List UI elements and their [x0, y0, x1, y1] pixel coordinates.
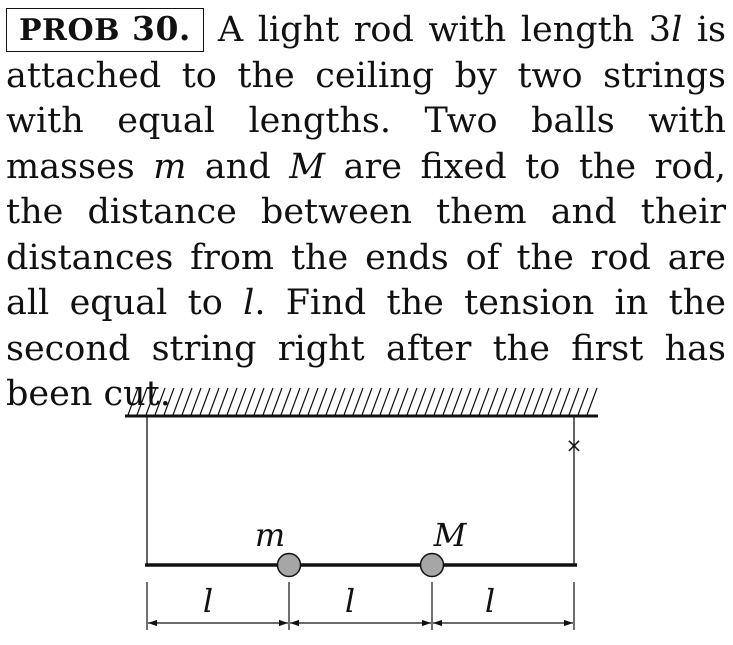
hatch-stroke	[568, 387, 580, 416]
string-cut-mark: ×	[566, 433, 583, 457]
rod-length-variable: l	[671, 10, 683, 50]
hatch-stroke	[154, 387, 166, 416]
hatch-stroke	[523, 387, 535, 416]
text-segment-e: . Find the tension in the second string …	[6, 283, 726, 414]
text-segment-c: and	[186, 146, 290, 187]
segment-label-3: l	[485, 582, 495, 620]
hatch-stroke	[370, 387, 382, 416]
hatch-stroke	[379, 387, 391, 416]
hatch-stroke	[307, 387, 319, 416]
hatch-stroke	[289, 387, 301, 416]
hatch-stroke	[190, 387, 202, 416]
hatch-stroke	[280, 387, 292, 416]
mass-m-variable: m	[153, 146, 187, 187]
hatch-stroke	[505, 387, 517, 416]
text-segment-d: are fixed to the rod, the distance betwe…	[6, 146, 726, 324]
segment-label-1: l	[203, 582, 213, 620]
hatch-stroke	[163, 387, 175, 416]
hatch-stroke	[415, 387, 427, 416]
text-segment-b: is attached to the ceiling by two string…	[6, 10, 726, 187]
segment-label-2: l	[345, 582, 355, 620]
hatch-stroke	[469, 387, 481, 416]
hatch-stroke	[199, 387, 211, 416]
hatch-stroke	[577, 387, 589, 416]
ball-M-label: M	[433, 516, 468, 554]
hatch-stroke	[406, 387, 418, 416]
mass-M-variable: M	[289, 146, 326, 187]
hatch-stroke	[541, 387, 553, 416]
hatch-stroke	[244, 387, 256, 416]
ball-M	[419, 552, 445, 578]
hatch-stroke	[334, 387, 346, 416]
hatch-stroke	[433, 387, 445, 416]
problem-number: 30.	[131, 9, 191, 48]
ceiling-hatching	[127, 387, 598, 416]
hatch-stroke	[550, 387, 562, 416]
problem-statement: PROB 30.A light rod with length 3l is at…	[6, 8, 726, 418]
hatch-stroke	[298, 387, 310, 416]
hatch-stroke	[127, 387, 139, 416]
hatch-stroke	[397, 387, 409, 416]
hatch-stroke	[271, 387, 283, 416]
hatch-stroke	[442, 387, 454, 416]
hatch-stroke	[460, 387, 472, 416]
hatch-stroke	[361, 387, 373, 416]
hatch-stroke	[532, 387, 544, 416]
hatch-stroke	[451, 387, 463, 416]
hatch-stroke	[253, 387, 265, 416]
hatch-stroke	[586, 387, 598, 416]
ball-m	[276, 552, 302, 578]
text-segment-a: A light rod with length 3	[217, 10, 672, 50]
hatch-stroke	[325, 387, 337, 416]
hatch-stroke	[181, 387, 193, 416]
ball-m-label: m	[255, 516, 285, 554]
hatch-stroke	[487, 387, 499, 416]
distance-l-variable: l	[243, 283, 255, 323]
hatch-stroke	[136, 387, 148, 416]
hatch-stroke	[478, 387, 490, 416]
hatch-stroke	[145, 387, 157, 416]
hatch-stroke	[424, 387, 436, 416]
hatch-stroke	[226, 387, 238, 416]
hatch-stroke	[217, 387, 229, 416]
hatch-stroke	[514, 387, 526, 416]
hatch-stroke	[388, 387, 400, 416]
hatch-stroke	[496, 387, 508, 416]
hatch-stroke	[235, 387, 247, 416]
hatch-stroke	[172, 387, 184, 416]
hatch-stroke	[343, 387, 355, 416]
hatch-stroke	[559, 387, 571, 416]
hatch-stroke	[316, 387, 328, 416]
problem-number-box: PROB 30.	[6, 8, 204, 52]
hatch-stroke	[262, 387, 274, 416]
problem-label: PROB	[19, 13, 120, 48]
hatch-stroke	[208, 387, 220, 416]
hatch-stroke	[352, 387, 364, 416]
